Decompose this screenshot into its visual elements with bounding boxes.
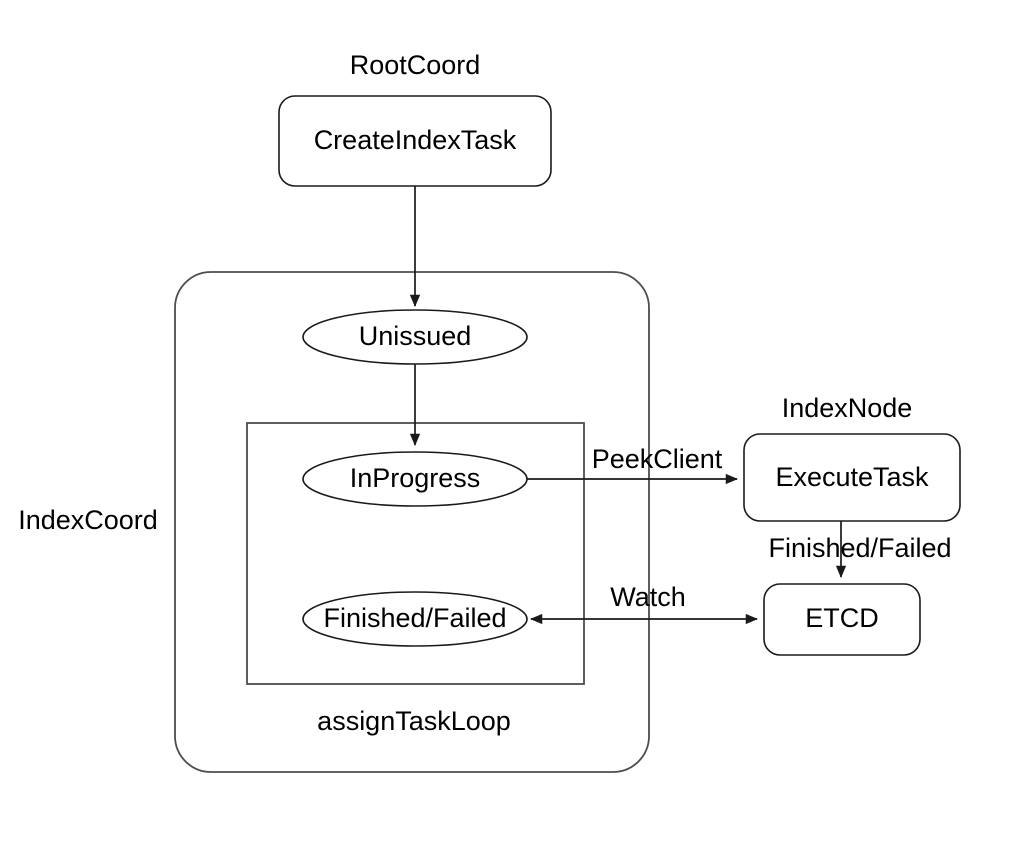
group-label-assigntaskloop: assignTaskLoop — [317, 706, 511, 736]
node-unissued-shape[interactable] — [302, 309, 528, 365]
node-inprogress-shape[interactable] — [302, 451, 528, 507]
node-inprogress-label: InProgress — [350, 463, 481, 493]
group-label-rootcoord: RootCoord — [350, 50, 481, 80]
node-finished-failed[interactable]: Finished/Failed — [302, 591, 528, 647]
node-finished-failed-label: Finished/Failed — [323, 603, 506, 633]
node-finished-failed-shape[interactable] — [302, 591, 528, 647]
node-inprogress[interactable]: InProgress — [302, 451, 528, 507]
group-label-indexcoord: IndexCoord — [18, 505, 158, 535]
edge-label-peekclient: PeekClient — [592, 444, 723, 474]
node-unissued-label: Unissued — [359, 321, 472, 351]
node-etcd-label: ETCD — [805, 603, 879, 633]
edge-label-watch: Watch — [610, 582, 686, 612]
node-execute-task-label: ExecuteTask — [775, 462, 929, 492]
node-create-index-task-shape[interactable] — [278, 95, 552, 187]
node-execute-task[interactable]: ExecuteTask — [743, 433, 961, 522]
node-create-index-task-label: CreateIndexTask — [314, 125, 517, 155]
node-unissued[interactable]: Unissued — [302, 309, 528, 365]
group-label-indexnode: IndexNode — [782, 393, 913, 423]
edge-label-finished-failed: Finished/Failed — [768, 533, 951, 563]
node-etcd-shape[interactable] — [763, 583, 921, 656]
node-execute-task-shape[interactable] — [743, 433, 961, 522]
node-etcd[interactable]: ETCD — [763, 583, 921, 656]
group-indexcoord-boundary — [174, 271, 650, 773]
node-create-index-task[interactable]: CreateIndexTask — [278, 95, 552, 187]
